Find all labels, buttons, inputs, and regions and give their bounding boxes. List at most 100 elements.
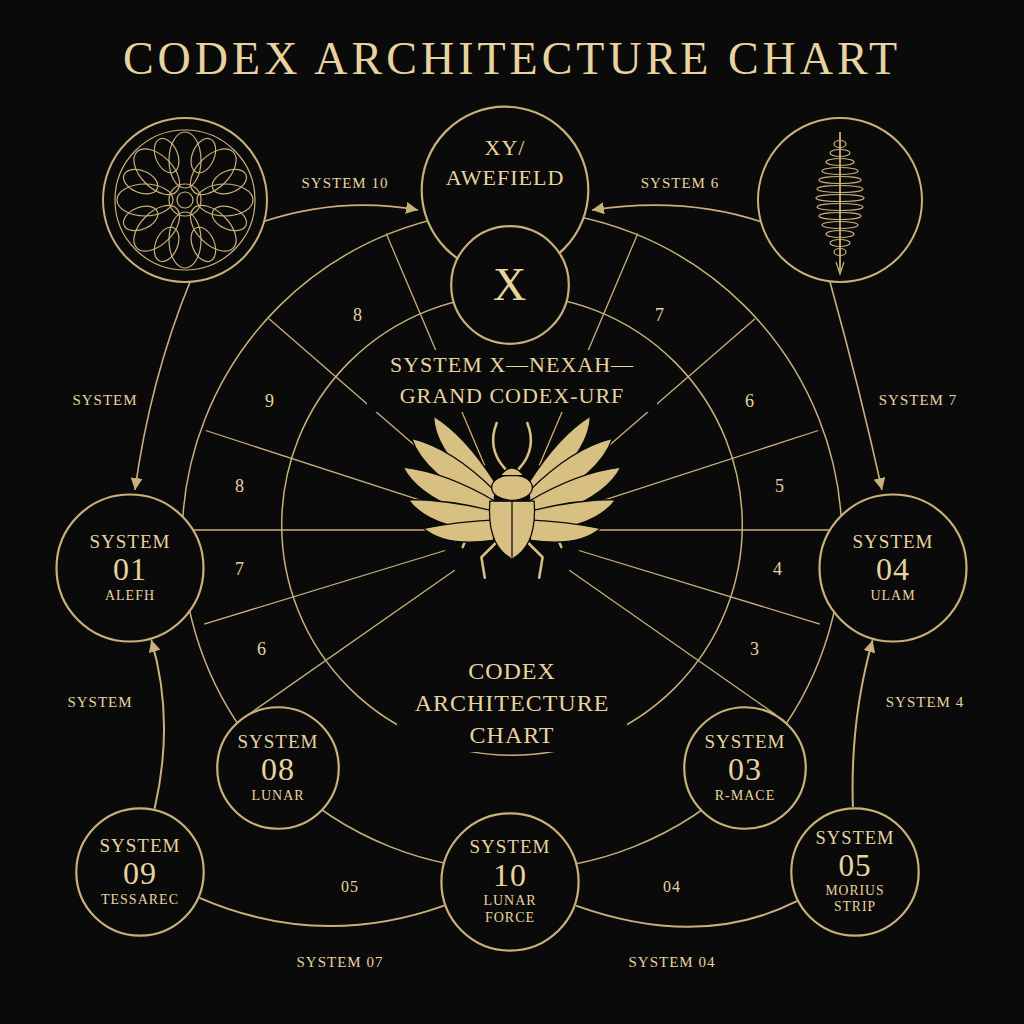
node-text: SYSTEM (705, 732, 786, 753)
chart-title: CODEX ARCHITECTURE CHART (0, 34, 1024, 85)
mandala-petal (117, 184, 173, 216)
spine-disc (817, 186, 863, 193)
spine-disc (822, 168, 858, 175)
callout-number: 05 (338, 877, 362, 896)
circle-shape (451, 226, 569, 344)
spine-disc (819, 177, 861, 184)
mandala-petal (186, 135, 220, 177)
ornament-arrow (135, 282, 190, 490)
ornament-arrow (592, 205, 762, 222)
spine-disc (816, 195, 864, 202)
mandala-petal (120, 201, 162, 235)
spine-disc (826, 159, 854, 166)
node-text: 04 (876, 552, 910, 587)
system-label: SYSTEM 6 (638, 174, 722, 192)
node-text: LUNAR (240, 788, 317, 805)
node-text: LUNAR FORCE (467, 893, 554, 927)
connector (151, 640, 164, 809)
system-circle: SYSTEM09TESSAREC (75, 807, 205, 937)
node-text: SYSTEM (90, 532, 171, 553)
system-circle: SYSTEM08LUNAR (216, 706, 340, 830)
callout-number: 4 (770, 559, 786, 581)
system-circle: SYSTEM04ULAM (818, 493, 968, 643)
system-label: SYSTEM 7 (876, 391, 960, 409)
scarab-leg (481, 542, 496, 578)
system-circle: SYSTEM10LUNAR FORCE (440, 812, 580, 952)
scarab-body (490, 501, 535, 559)
callout-number: 8 (350, 305, 366, 327)
mandala-petal (169, 132, 201, 188)
circle-shape (684, 707, 806, 829)
edge-label: SYSTEM 04 (626, 953, 719, 971)
radial-line (582, 529, 834, 530)
edge-label: SYSTEM 4 (883, 693, 967, 711)
circle-shape (217, 707, 339, 829)
mandala-petal (182, 197, 244, 259)
mandala-emblem (103, 118, 267, 282)
circle-shape (57, 495, 204, 642)
mandala-petal (150, 224, 184, 266)
callout-number: 6 (254, 639, 270, 661)
node-text: XY/ AWEFIELD (435, 133, 575, 192)
mandala-petal (120, 165, 162, 199)
mandala-petal (150, 135, 184, 177)
node-text: 10 (493, 858, 527, 893)
emblem-circle (103, 118, 267, 282)
spine-disc (830, 240, 850, 247)
node-text: TESSAREC (100, 892, 181, 909)
callout-number: 6 (742, 391, 758, 413)
radial-line (204, 551, 445, 625)
node-text: X (493, 261, 527, 309)
spine-disc (826, 231, 854, 238)
core-circle: X (450, 225, 570, 345)
mandala-ring (115, 130, 255, 270)
scarab-body-line (511, 501, 512, 557)
radial-line (579, 551, 820, 625)
system-circle: SYSTEM05MORIUS STRIP (790, 807, 920, 937)
node-text: ULAM (847, 588, 940, 605)
node-text: CODEX ARCHITECTURE CHART (397, 655, 627, 752)
wing-feather (424, 520, 495, 542)
circle-shape (282, 295, 743, 756)
spine-disc (830, 150, 850, 157)
node-text: ALEFH (84, 588, 177, 605)
radial-line (190, 529, 442, 530)
callout-number: 9 (262, 391, 278, 413)
mandala-petal (169, 212, 201, 268)
mandala-petal (209, 201, 251, 235)
scarab-wing (529, 416, 621, 542)
callout-number: 7 (652, 305, 668, 327)
edge-label: SYSTEM (64, 693, 135, 711)
connector (200, 898, 445, 926)
circle-shape (76, 808, 203, 935)
node-text: 08 (261, 752, 295, 787)
ornament-arrow (262, 205, 418, 222)
node-text: 05 (838, 849, 871, 883)
node-text: MORIUS STRIP (815, 883, 896, 916)
callout-number: 5 (772, 476, 788, 498)
node-text: 03 (728, 752, 762, 787)
scarab-wing (403, 416, 495, 542)
emblem-circle (758, 118, 922, 282)
node-text: SYSTEM (853, 532, 934, 553)
spine-disc (834, 249, 846, 256)
node-text: SYSTEM (815, 828, 894, 848)
node-text: 01 (113, 552, 147, 587)
system-circle: SYSTEM01ALEFH (55, 493, 205, 643)
central-circle: SYSTEM X—NEXAH— GRAND CODEX-URFCODEX ARC… (277, 290, 747, 760)
scarab-thorax (492, 475, 533, 501)
mandala-petal (126, 197, 188, 259)
node-text: R-MACE (707, 788, 784, 805)
mandala-core (177, 192, 193, 208)
node-text: SYSTEM (100, 836, 181, 857)
node-text: 09 (123, 856, 157, 891)
node-text: SYSTEM (470, 837, 551, 858)
mandala-petal (126, 141, 188, 203)
mandala-petal (209, 165, 251, 199)
scarab-illustration (403, 416, 621, 578)
connector (853, 640, 873, 807)
outer-ring (182, 210, 842, 870)
spine-disc (834, 141, 846, 148)
callout-number: 3 (747, 639, 763, 661)
